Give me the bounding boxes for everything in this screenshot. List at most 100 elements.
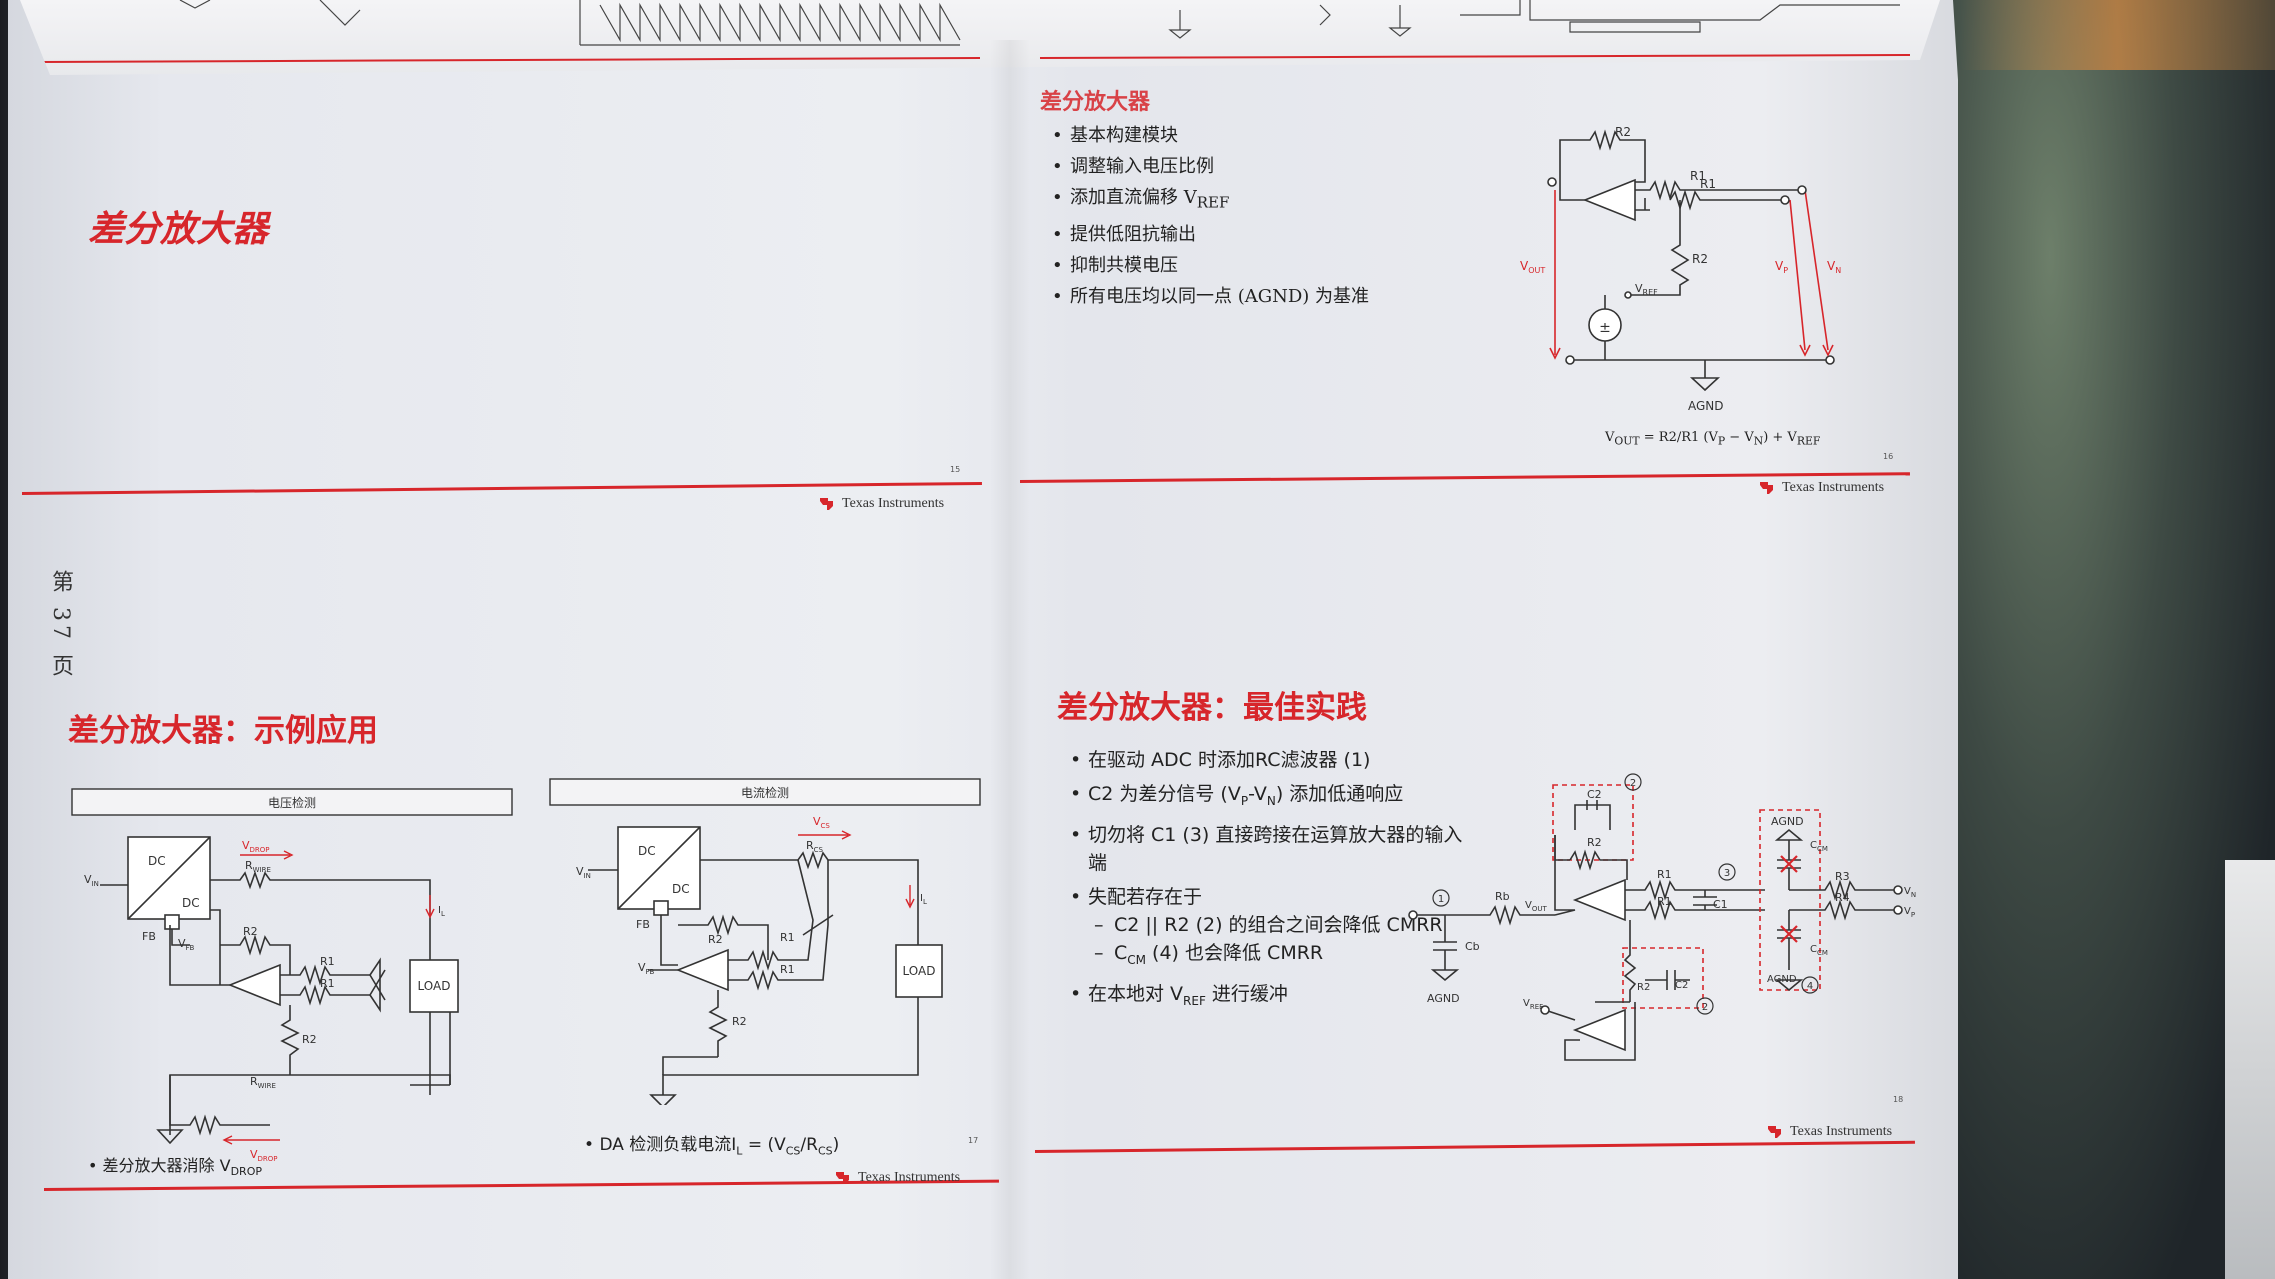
ti-logo-text: Texas Instruments <box>1782 480 1885 495</box>
right-vcs: VCS <box>813 815 830 830</box>
right-il: IL <box>920 893 927 906</box>
left-vdrop: VDROP <box>242 839 270 854</box>
s18-vref: VREF <box>1523 998 1543 1011</box>
slide16-bullet-1: 基本构建模块 <box>1052 120 1369 151</box>
s18-c2: C2 <box>1587 788 1602 801</box>
slide15-ti-logo: Texas Instruments <box>818 496 944 512</box>
right-box-title: 电流检测 <box>741 785 789 800</box>
s18-vp: VP <box>1904 906 1915 919</box>
s18-r2: R2 <box>1587 836 1602 849</box>
right-dc1: DC <box>638 844 656 858</box>
slide16-bullet-3-sub: REF <box>1196 193 1230 212</box>
slide17-ti-logo: Texas Instruments <box>834 1170 960 1186</box>
slide16-bullet-6: 所有电压均以同一点 (AGND) 为基准 <box>1052 281 1369 312</box>
lamp-glow <box>1960 0 2275 70</box>
slide18-bullet-2: C2 为差分信号 (VP-VN) 添加低通响应 <box>1070 780 1470 815</box>
right-fb: FB <box>636 918 650 931</box>
s18-agnd2: AGND <box>1771 815 1804 828</box>
s18-n2b: 2 <box>1702 1002 1708 1013</box>
s18-n4: 4 <box>1807 981 1813 992</box>
s18-r4: R4 <box>1835 891 1850 904</box>
s18-c2b: C2 <box>1675 980 1688 991</box>
slide17-title: 差分放大器：示例应用 <box>68 713 378 749</box>
previous-page-diagrams <box>39 0 1911 63</box>
left-rwire2: RWIRE <box>250 1075 276 1090</box>
s18-rb: Rb <box>1495 890 1510 903</box>
slide16-bullet-2: 调整输入电压比例 <box>1052 151 1369 182</box>
slide16-schematic: ± R2 R1 R1 R2 VOUT VREF VP VN AGND <box>1520 125 1841 413</box>
left-vin: VIN <box>84 873 99 888</box>
slide18-page-number: 18 <box>1893 1095 1904 1104</box>
s18-vn: VN <box>1904 886 1916 899</box>
right-r2a: R2 <box>708 933 723 946</box>
ti-logo-icon <box>1760 482 1773 494</box>
left-load: LOAD <box>418 979 451 993</box>
right-vfb: VFB <box>638 961 655 976</box>
right-vin: VIN <box>576 865 591 880</box>
slide16-bullet-3-text: 添加直流偏移 V <box>1070 187 1197 208</box>
slide17-caption-right: • DA 检测负载电流IL = (VCS/RCS) <box>584 1135 840 1158</box>
slide16-page-number: 16 <box>1883 452 1894 461</box>
slide16-bullet-4: 提供低阻抗输出 <box>1052 219 1369 250</box>
right-r2b: R2 <box>732 1015 747 1028</box>
s18-r1a: R1 <box>1657 868 1672 881</box>
slide18-subbullet-1: C2 || R2 (2) 的组合之间会降低 CMRR <box>1070 911 1470 939</box>
right-dc2: DC <box>672 882 690 896</box>
slide15-page-number: 15 <box>950 465 961 474</box>
slide18-title: 差分放大器：最佳实践 <box>1057 690 1367 726</box>
paper-card <box>2225 860 2275 1279</box>
s16-vp: VP <box>1775 259 1788 275</box>
slide18-ti-logo: Texas Instruments <box>1766 1124 1892 1140</box>
left-vfb: VFB <box>178 937 195 952</box>
side-page-label: 第 37 页 <box>48 570 73 680</box>
slide18-bullets: 在驱动 ADC 时添加RC滤波器 (1) C2 为差分信号 (VP-VN) 添加… <box>1070 746 1470 1014</box>
right-r1b: R1 <box>780 963 795 976</box>
slide15-title: 差分放大器 <box>88 208 269 250</box>
ti-logo-text: Texas Instruments <box>1790 1124 1893 1139</box>
slide18-bullet-5: 在本地对 VREF 进行缓冲 <box>1070 980 1470 1015</box>
s16-r2-mid: R2 <box>1692 252 1708 266</box>
slide16-ti-logo: Texas Instruments <box>1758 480 1884 496</box>
slide18-schematic: 2 1 3 4 2 C2 R2 Rb Cb AGND VOUT R1 R1 C1… <box>1408 773 1916 1061</box>
slide16-bullet-5: 抑制共模电压 <box>1052 250 1369 281</box>
left-r1a: R1 <box>320 955 335 968</box>
s18-agnd1: AGND <box>1427 992 1460 1005</box>
s16-r1-a: R1 <box>1690 169 1706 183</box>
s18-agnd3: AGND <box>1767 974 1797 985</box>
s16-vout: VOUT <box>1520 259 1545 275</box>
left-il: IL <box>438 905 445 918</box>
left-fb: FB <box>142 930 156 943</box>
slide18-bullet-4: 失配若存在于 <box>1070 883 1470 911</box>
left-r2b: R2 <box>302 1033 317 1046</box>
s16-agnd: AGND <box>1688 399 1724 413</box>
left-box-title: 电压检测 <box>268 795 316 810</box>
left-r1b: R1 <box>320 977 335 990</box>
desk-background <box>1900 0 2275 1279</box>
s18-r3: R3 <box>1835 870 1850 883</box>
s16-vref: VREF <box>1635 282 1658 297</box>
s18-r1b: R1 <box>1657 895 1672 908</box>
s16-r2-top: R2 <box>1615 125 1631 139</box>
right-rcs: RCS <box>806 839 824 854</box>
slide17-page-number: 17 <box>968 1136 979 1145</box>
left-dc2: DC <box>182 896 200 910</box>
slide17-schematic-right: 电流检测 DC DC VIN FB VFB VCS <box>549 778 981 1105</box>
slide16-title: 差分放大器 <box>1040 89 1151 115</box>
right-load: LOAD <box>903 964 936 978</box>
right-r1a: R1 <box>780 931 795 944</box>
slide16-formula: VOUT = R2/R1 (VP − VN) + VREF <box>1605 430 1821 448</box>
ti-logo-icon <box>820 498 833 510</box>
s18-n2: 2 <box>1630 778 1636 789</box>
ti-logo-icon <box>836 1172 849 1184</box>
slide16-bullets: 基本构建模块 调整输入电压比例 添加直流偏移 VREF 提供低阻抗输出 抑制共模… <box>1052 120 1369 312</box>
s16-r1-b: R1 <box>1700 177 1716 191</box>
s18-c1: C1 <box>1713 898 1728 911</box>
book-spine-shadow <box>990 40 1030 1279</box>
slide18-bullet-1: 在驱动 ADC 时添加RC滤波器 (1) <box>1070 746 1470 774</box>
s18-cb: Cb <box>1465 940 1480 953</box>
s18-ccm2: CCM <box>1810 944 1828 957</box>
vref-source-polarity: ± <box>1599 320 1611 336</box>
s18-n1: 1 <box>1438 894 1444 905</box>
slide17-schematic-left: 电压检测 <box>71 788 513 1163</box>
